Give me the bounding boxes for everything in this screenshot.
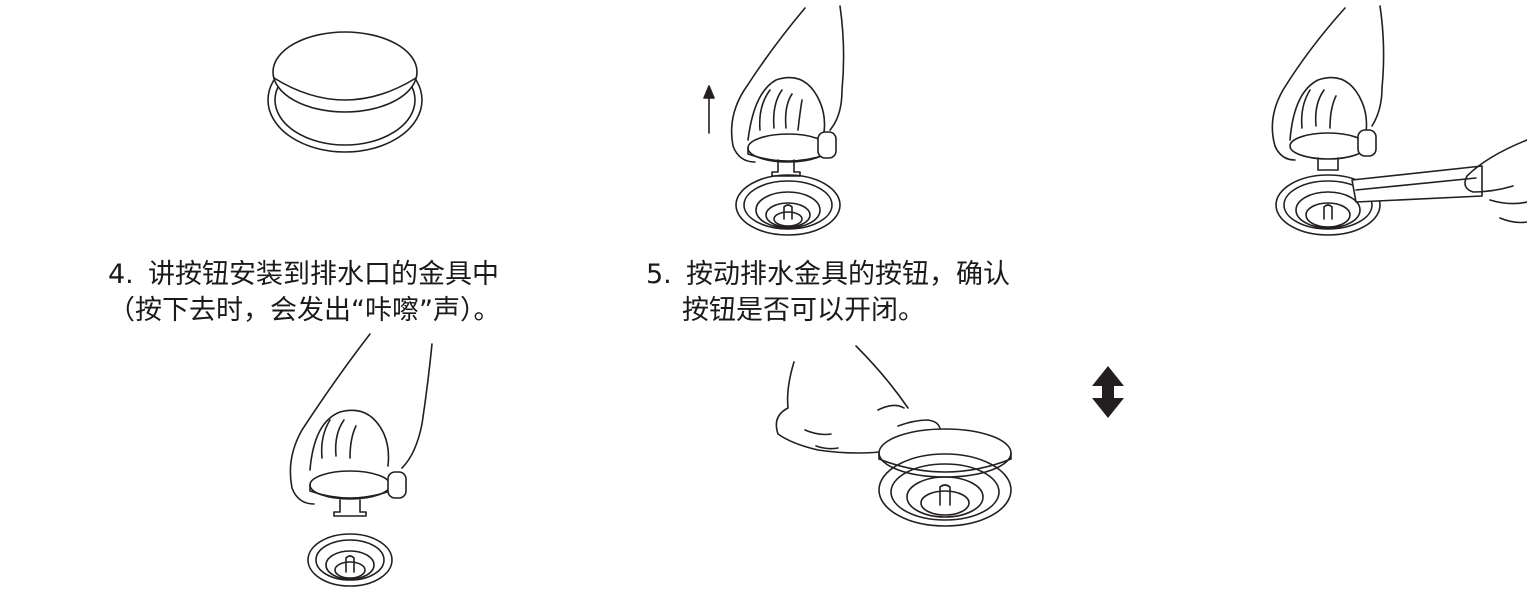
- step-5-line-1: 按动排水金具的按钮，确认: [686, 259, 1010, 290]
- button-cap-illustration: [268, 32, 422, 152]
- step-5-instruction: 5. 按动排水金具的按钮，确认 按钮是否可以开闭。: [646, 257, 1010, 329]
- finger-pressing-button-illustration: [776, 346, 1011, 526]
- hand-lifting-button-illustration: [732, 6, 844, 235]
- arrow-up-icon: [704, 86, 714, 133]
- step-5-number: 5.: [646, 259, 672, 290]
- double-vertical-arrow-icon: [1092, 366, 1124, 418]
- step-4-instruction: 4. 讲按钮安装到排水口的金具中 （按下去时，会发出“咔嚓”声）。: [108, 257, 500, 329]
- step-5-line-2: 按钮是否可以开闭。: [682, 295, 925, 326]
- hand-installing-button-illustration: [290, 334, 432, 586]
- step-4-line-2: （按下去时，会发出“咔嚓”声）。: [108, 295, 501, 326]
- hand-with-tool-illustration: [1272, 6, 1527, 235]
- step-4-number: 4.: [108, 259, 134, 290]
- step-4-line-1: 讲按钮安装到排水口的金具中: [148, 259, 499, 290]
